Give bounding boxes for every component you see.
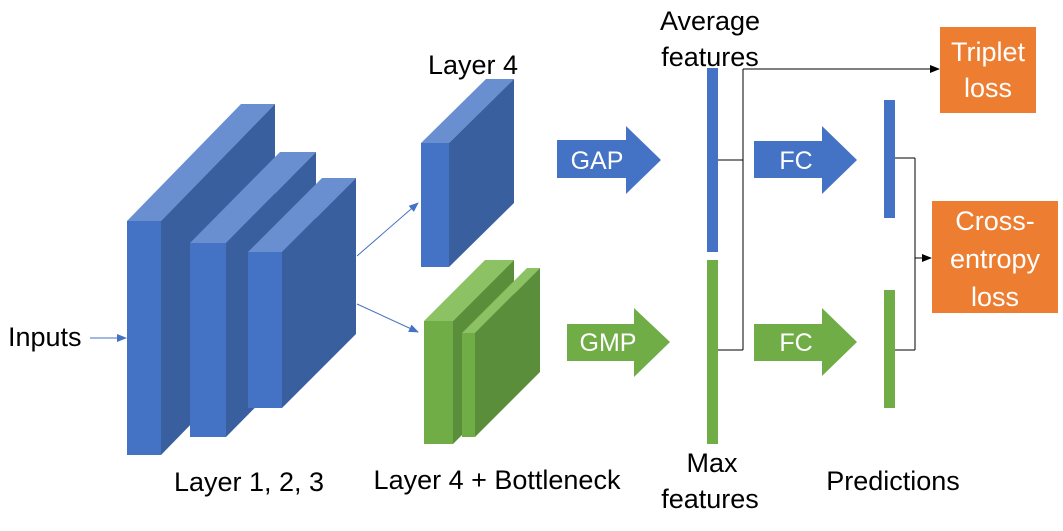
layer-4-bottleneck-block-2 — [462, 268, 540, 437]
average-features-bar — [707, 68, 718, 252]
layer-4-label: Layer 4 — [428, 50, 518, 80]
cross-entropy-line2: entropy — [950, 244, 1041, 274]
prediction-bar-top — [884, 100, 895, 218]
layer-4-block — [421, 79, 514, 267]
predictions-label: Predictions — [826, 466, 960, 496]
max-features-label-line2: features — [661, 484, 759, 514]
fc-bottom-arrow: FC — [754, 308, 857, 376]
gmp-arrow: GMP — [567, 308, 670, 377]
average-features-label-line2: features — [661, 42, 759, 72]
layer-4-bottleneck-label: Layer 4 + Bottleneck — [374, 465, 621, 495]
bottleneck-branch-arrow — [356, 303, 419, 333]
triplet-loss-line2: loss — [964, 73, 1012, 103]
layer4-branch-arrow — [356, 202, 419, 257]
triplet-loss-line1: Triplet — [951, 37, 1026, 67]
fc-top-label: FC — [779, 147, 812, 175]
layer-1-2-3-label: Layer 1, 2, 3 — [174, 467, 324, 497]
gap-label: GAP — [571, 147, 624, 175]
fc-bottom-label: FC — [779, 329, 812, 357]
gap-arrow: GAP — [557, 126, 661, 194]
feature-concat-connector — [718, 69, 744, 351]
max-features-label-line1: Max — [686, 448, 738, 478]
prediction-bar-bottom — [884, 290, 895, 408]
average-features-label-line1: Average — [660, 6, 760, 36]
fc-top-arrow: FC — [754, 126, 857, 194]
layer-3-block — [248, 178, 356, 408]
triplet-loss-box: Triplet loss — [940, 27, 1036, 113]
cross-entropy-line1: Cross- — [955, 206, 1035, 236]
prediction-connector — [895, 157, 916, 351]
cross-entropy-loss-box: Cross- entropy loss — [932, 201, 1058, 313]
cross-entropy-line3: loss — [971, 282, 1019, 312]
gmp-label: GMP — [580, 329, 637, 357]
max-features-bar — [707, 260, 718, 444]
inputs-label: Inputs — [8, 322, 82, 352]
